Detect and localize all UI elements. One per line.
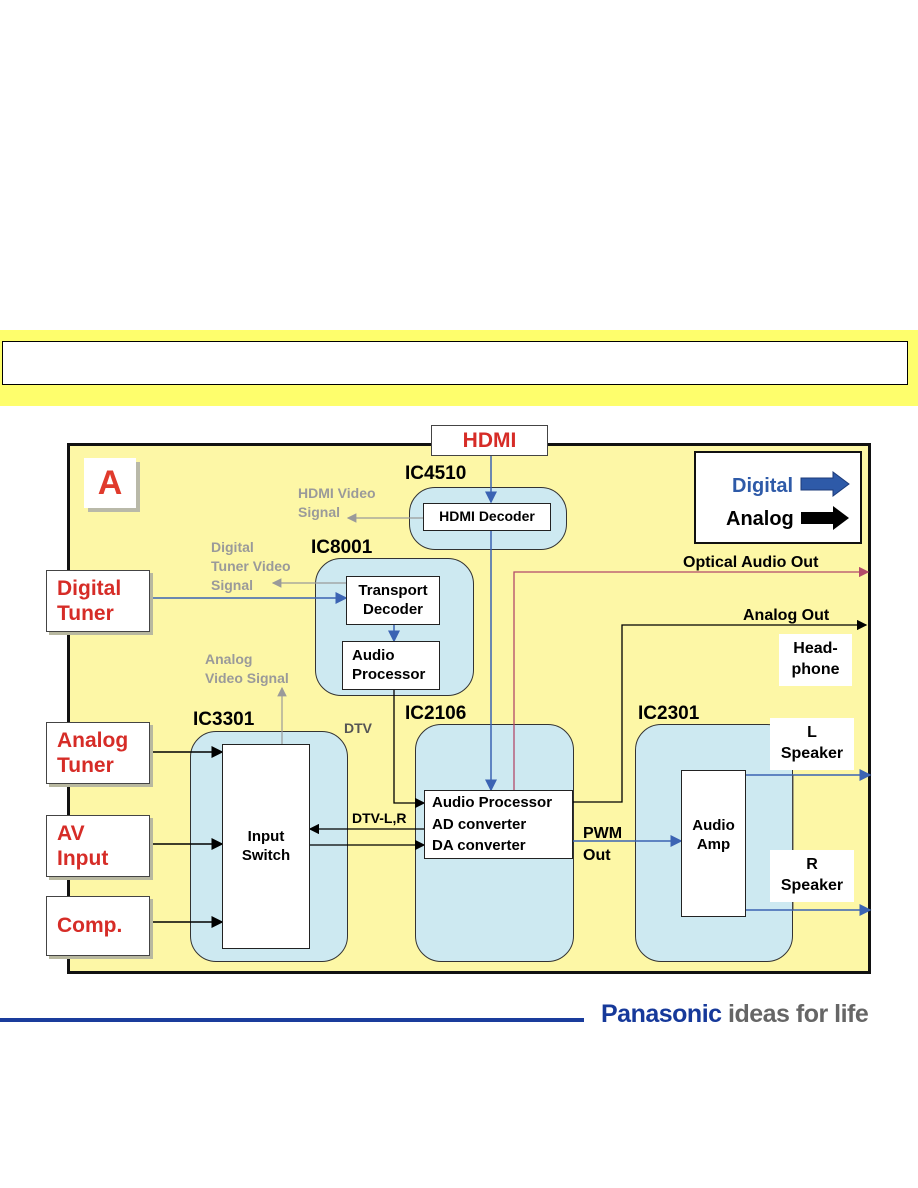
analog-out-label: Analog Out — [743, 607, 830, 624]
ic4510-label: IC4510 — [405, 463, 467, 484]
wire-optical-out — [513, 566, 870, 790]
ic2301-label: IC2301 — [638, 703, 700, 724]
optical-audio-out-label: Optical Audio Out — [683, 554, 819, 571]
dtv-lr-label: DTV-L,R — [352, 810, 407, 826]
panel-letter: A — [84, 458, 136, 508]
brand-logo: Panasonic ideas for life — [601, 1000, 869, 1029]
ic3301-label: IC3301 — [193, 709, 255, 730]
legend-digital-label: Digital — [732, 475, 794, 497]
legend-digital-arrow — [800, 471, 850, 497]
hdmi-decoder-box: HDMI Decoder — [423, 503, 551, 531]
legend: Digital Analog — [694, 451, 862, 544]
legend-analog-arrow — [801, 506, 849, 530]
brand-name: Panasonic — [601, 1000, 722, 1028]
ic8001-label: IC8001 — [311, 537, 373, 558]
legend-analog-label: Analog — [726, 508, 794, 530]
source-comp: Comp. — [46, 896, 150, 956]
footer-rule — [0, 1018, 584, 1022]
wire-dtv — [393, 690, 426, 809]
dtv-label: DTV — [344, 720, 372, 736]
digital-tuner-video-signal-label: Digital Tuner Video Signal — [211, 539, 291, 593]
ic2106-label: IC2106 — [405, 703, 467, 724]
source-hdmi: HDMI — [431, 425, 548, 456]
brand-tagline: ideas for life — [728, 1000, 869, 1028]
title-box — [2, 341, 908, 385]
headphone-label: Head-phone — [779, 634, 852, 686]
wire-analog-out — [573, 619, 868, 803]
